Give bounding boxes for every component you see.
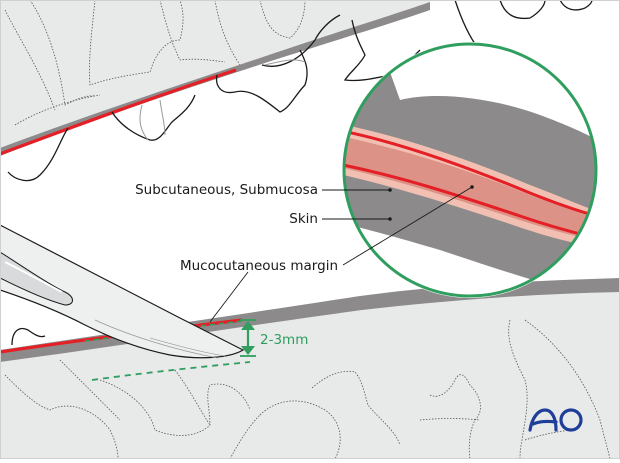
label-mucocutaneous-margin: Mucocutaneous margin xyxy=(180,258,338,274)
label-skin: Skin xyxy=(289,211,318,227)
depth-measurement: 2-3mm xyxy=(91,319,308,381)
tooth-inner-lines xyxy=(139,59,306,141)
upper-teeth xyxy=(7,0,593,182)
leader-lines xyxy=(209,185,474,323)
magnified-view xyxy=(342,42,598,298)
scalpel-icon xyxy=(0,224,245,359)
ao-logo xyxy=(528,408,583,432)
depth-label: 2-3mm xyxy=(260,332,308,348)
label-subcutaneous: Subcutaneous, Submucosa xyxy=(135,182,318,198)
